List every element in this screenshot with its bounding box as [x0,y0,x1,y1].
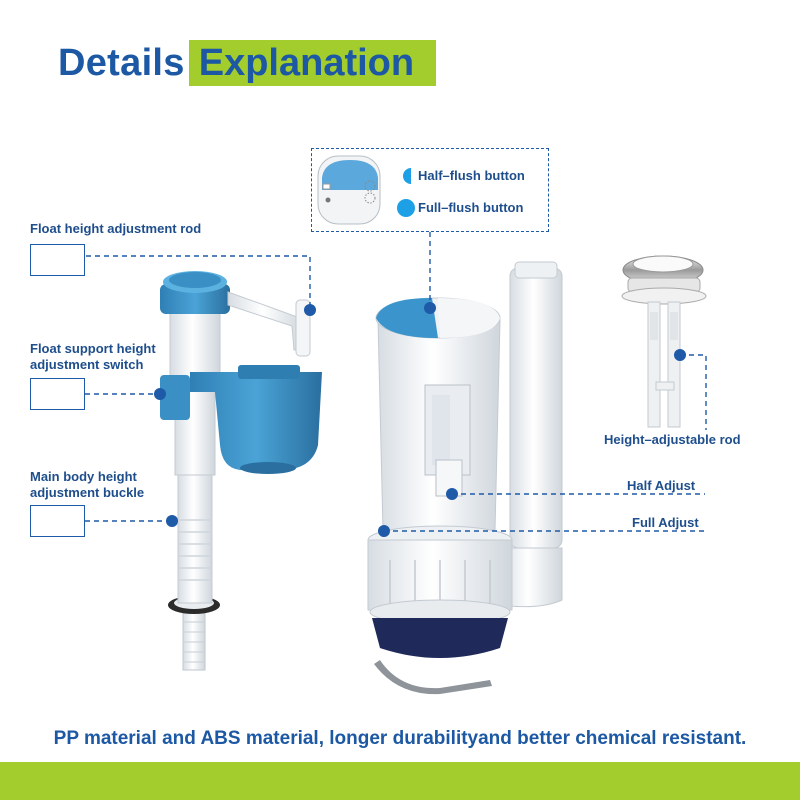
label-float-switch-line1: Float support height [30,341,156,356]
callout-leaders [85,232,707,532]
label-full-flush: Full–flush button [418,200,524,215]
footer-bar [0,762,800,800]
callout-dots [154,302,686,537]
page-title: Details Explanation [58,40,437,86]
label-float-switch-line2: adjustment switch [30,357,144,372]
flush-button-detail [317,155,415,225]
title-word-details: Details [58,41,185,84]
footer-caption: PP material and ABS material, longer dur… [53,728,747,749]
label-half-adjust: Half Adjust [627,478,696,493]
float-rod-thumbnail [30,244,85,276]
flush-button-callout-box [311,148,549,232]
label-float-rod: Float height adjustment rod [30,221,202,236]
label-full-adjust: Full Adjust [632,515,699,530]
fill-valve [160,271,322,671]
push-button-assembly [621,255,707,428]
label-body-buckle-line1: Main body height [30,469,137,484]
buckle-thumbnail [30,505,85,537]
label-half-flush: Half–flush button [418,168,525,183]
label-body-buckle-line2: adjustment buckle [30,485,145,500]
switch-thumbnail [30,378,85,410]
title-word-explanation: Explanation [188,40,437,86]
label-height-rod: Height–adjustable rod [604,432,741,447]
flush-valve [367,261,563,695]
